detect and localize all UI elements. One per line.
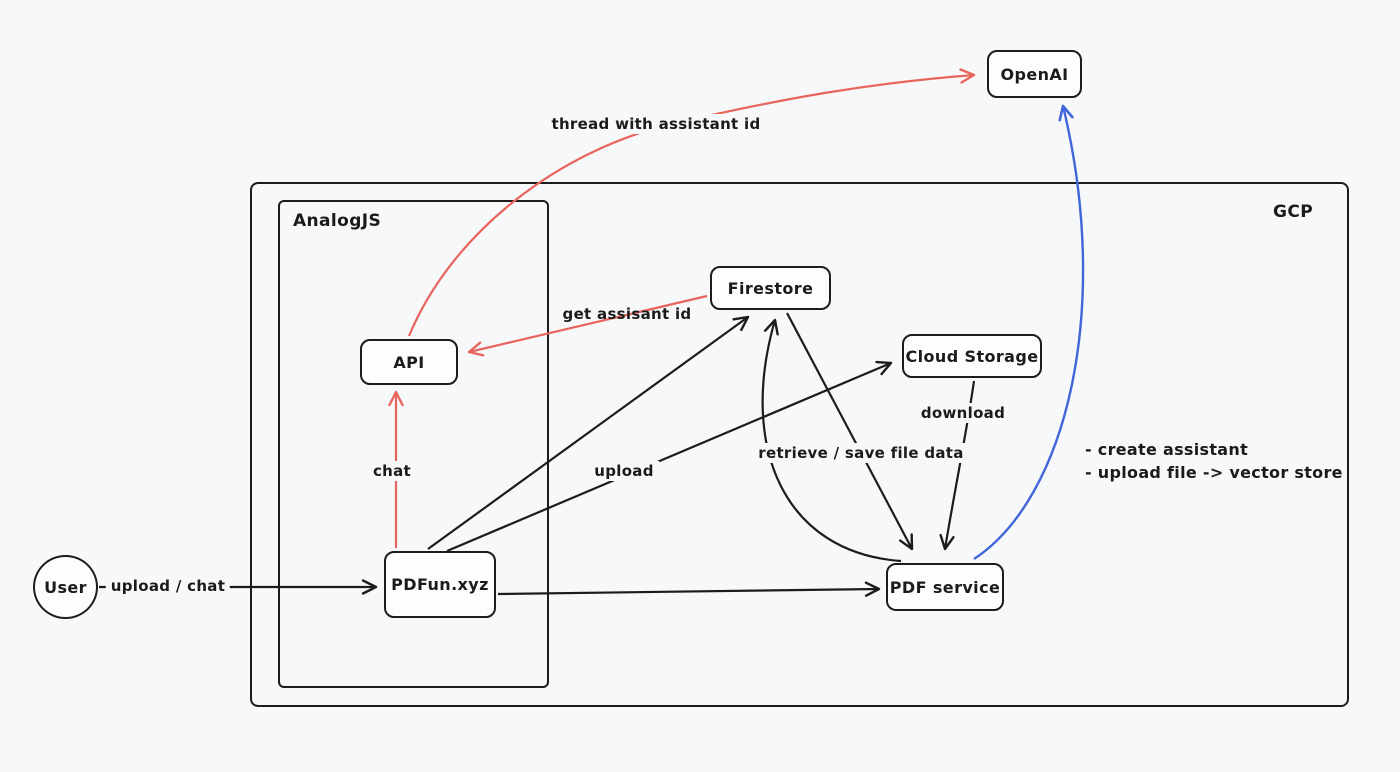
group-gcp: [250, 182, 1349, 707]
edge-label-chat: chat: [367, 461, 417, 481]
arrow-firestore-to-api: [467, 294, 708, 357]
group-analogjs: [278, 200, 549, 688]
node-api: API: [360, 339, 458, 385]
arrow-pdfun-to-pdf-service: [497, 581, 881, 597]
arrow-firestore-to-pdf-service: [786, 312, 914, 551]
edge-label-upload: upload: [589, 461, 659, 481]
arrow-cloud-storage-to-pdf-service: [939, 380, 976, 551]
edge-label-upload-chat: upload / chat: [105, 576, 231, 596]
edge-label-thread-with-assistant-id: thread with assistant id: [546, 114, 766, 134]
edge-label-get-assistant-id: get assisant id: [562, 305, 692, 323]
node-api-label: API: [393, 352, 425, 372]
arrow-pdfun-to-firestore: [427, 315, 750, 550]
node-user-label: User: [44, 577, 87, 597]
arrow-pdf-service-to-openai: [973, 104, 1085, 561]
node-pdfun-label: PDFun.xyz: [391, 575, 489, 594]
arrow-pdf-service-to-firestore: [761, 318, 902, 563]
node-pdfun: PDFun.xyz: [384, 551, 496, 618]
arrow-pdfun-to-cloud-storage: [446, 360, 893, 553]
node-cloud-storage-label: Cloud Storage: [905, 346, 1039, 366]
edge-label-download: download: [915, 403, 1011, 423]
node-firestore-label: Firestore: [727, 278, 814, 298]
node-openai-label: OpenAI: [1000, 64, 1069, 84]
openai-note-create-assistant: - create assistant: [1085, 440, 1249, 459]
group-gcp-label: GCP: [1273, 202, 1314, 222]
node-firestore: Firestore: [710, 266, 831, 310]
node-pdf-service: PDF service: [886, 563, 1004, 611]
edge-label-retrieve-save-file-data: retrieve / save file data: [753, 443, 969, 463]
openai-note-upload-file: - upload file -> vector store: [1085, 463, 1343, 482]
group-analogjs-label: AnalogJS: [293, 211, 382, 231]
node-user: User: [33, 555, 98, 619]
node-cloud-storage: Cloud Storage: [902, 334, 1042, 378]
node-openai: OpenAI: [987, 50, 1082, 98]
openai-notes: - create assistant - upload file -> vect…: [1085, 438, 1343, 484]
node-pdf-service-label: PDF service: [889, 577, 1001, 597]
